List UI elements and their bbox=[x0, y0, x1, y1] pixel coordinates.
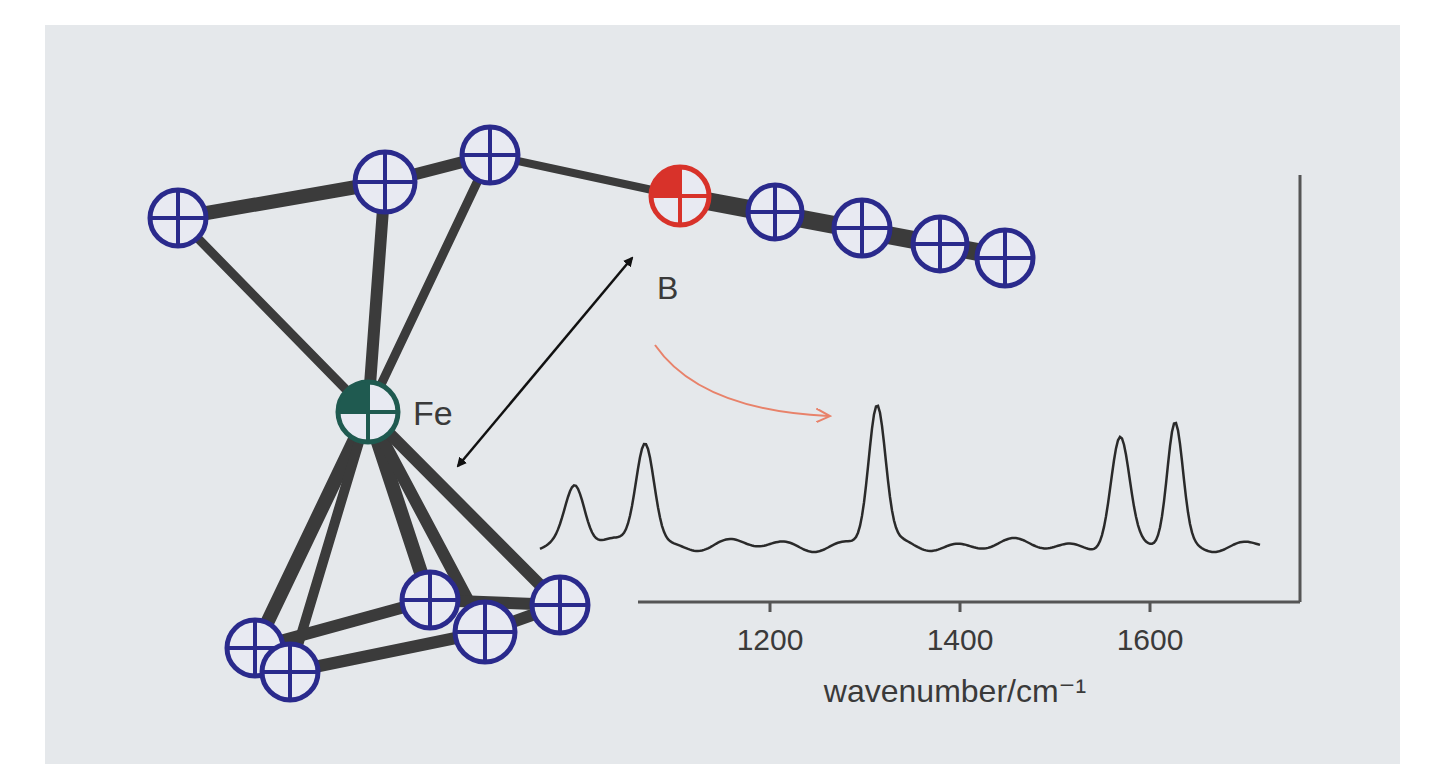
tick-label: 1600 bbox=[1117, 625, 1184, 655]
atom-ellipsoid bbox=[338, 382, 398, 442]
atom-ellipsoid bbox=[977, 230, 1033, 286]
atom-ellipsoid bbox=[532, 577, 588, 633]
atom-ellipsoid bbox=[462, 127, 518, 183]
axis-title: wavenumber/cm⁻¹ bbox=[824, 675, 1086, 707]
distance-arrow bbox=[458, 258, 632, 466]
atoms bbox=[150, 127, 1033, 700]
atom-ellipsoid bbox=[262, 644, 318, 700]
atom-ellipsoid bbox=[834, 200, 890, 256]
atom-ellipsoid bbox=[913, 217, 967, 271]
atom-ellipsoid bbox=[748, 185, 802, 239]
spectrum-trace bbox=[540, 406, 1260, 552]
atom-label: B bbox=[657, 272, 678, 304]
atom-ellipsoid bbox=[402, 572, 458, 628]
atom-ellipsoid bbox=[651, 167, 709, 225]
tick-label: 1200 bbox=[737, 625, 804, 655]
atom-ellipsoid bbox=[150, 190, 206, 246]
bonds bbox=[178, 155, 1010, 672]
tick-label: 1400 bbox=[927, 625, 994, 655]
panel-background bbox=[45, 25, 1400, 764]
curved-arrow bbox=[655, 345, 828, 416]
atom-ellipsoid bbox=[455, 602, 515, 662]
atom-label: Fe bbox=[413, 396, 453, 430]
atom-ellipsoid bbox=[355, 152, 415, 212]
